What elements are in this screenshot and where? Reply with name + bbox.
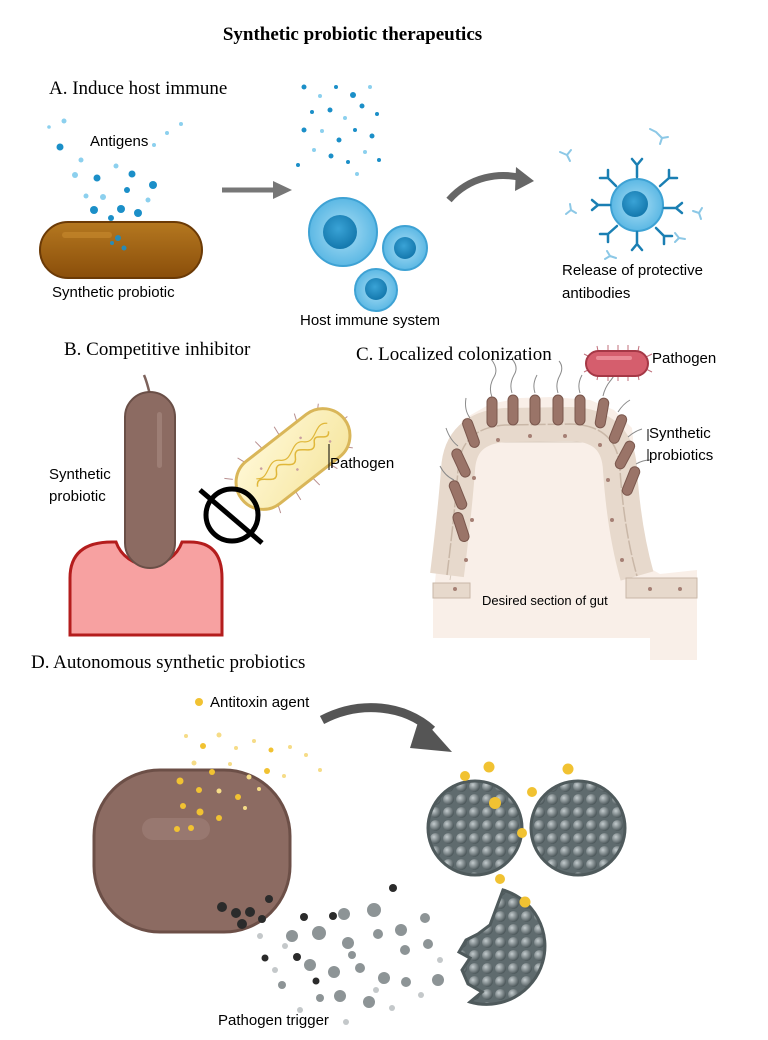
- pathogen-cells-d: [426, 761, 627, 1006]
- diagram-title: Synthetic probiotic therapeutics: [222, 24, 483, 45]
- panel-b-heading: B. Competitive inhibitor: [64, 339, 251, 360]
- panel-b-figure: [68, 374, 353, 637]
- synthetic-probiotic-label: Synthetic probiotic: [52, 284, 175, 301]
- pathogen-label-b: Pathogen: [330, 455, 395, 472]
- panel-d-figure: [92, 698, 627, 1025]
- antibody-releasing-cell: [559, 128, 703, 260]
- autonomous-probiotic-cell: [92, 768, 292, 934]
- panel-a-figure: [39, 84, 703, 312]
- release-antibodies-label-line2: antibodies: [562, 285, 631, 302]
- antitoxin-particles: [174, 698, 322, 832]
- arrow-curved-a2: [446, 172, 523, 203]
- released-antigen-particles: [296, 84, 381, 176]
- pathogen-trigger-particles: [217, 884, 444, 1025]
- panel-c-figure: [430, 345, 698, 660]
- host-immune-cells: [308, 197, 428, 312]
- pathogen-c: [583, 345, 653, 381]
- synthetic-probiotics-label-c-line2: probiotics: [649, 447, 714, 464]
- synthetic-probiotic-rod: [39, 221, 203, 279]
- release-antibodies-label-line1: Release of protective: [562, 262, 703, 279]
- host-immune-system-label: Host immune system: [300, 312, 441, 329]
- synthetic-probiotic-label-b-line1: Synthetic: [49, 466, 111, 483]
- panel-d-heading: D. Autonomous synthetic probiotics: [31, 652, 306, 673]
- no-binding-icon: [198, 486, 264, 545]
- synthetic-probiotics-label-c-line1: Synthetic: [649, 425, 711, 442]
- pathogen-cell: [224, 403, 353, 521]
- synthetic-probiotic-rod: [124, 391, 176, 569]
- pathogen-trigger-label: Pathogen trigger: [218, 1012, 329, 1029]
- synthetic-probiotic-label-b-line2: probiotic: [49, 488, 106, 505]
- panel-a-heading: A. Induce host immune: [49, 78, 228, 99]
- colonizing-probiotics: [439, 358, 651, 543]
- gut-section-label: Desired section of gut: [482, 593, 608, 608]
- arrow-curved-d: [319, 703, 436, 734]
- panel-c-heading: C. Localized colonization: [356, 344, 552, 365]
- antitoxin-agent-label: Antitoxin agent: [210, 694, 310, 711]
- antigens-label: Antigens: [90, 133, 149, 150]
- pathogen-label-c: Pathogen: [652, 350, 717, 367]
